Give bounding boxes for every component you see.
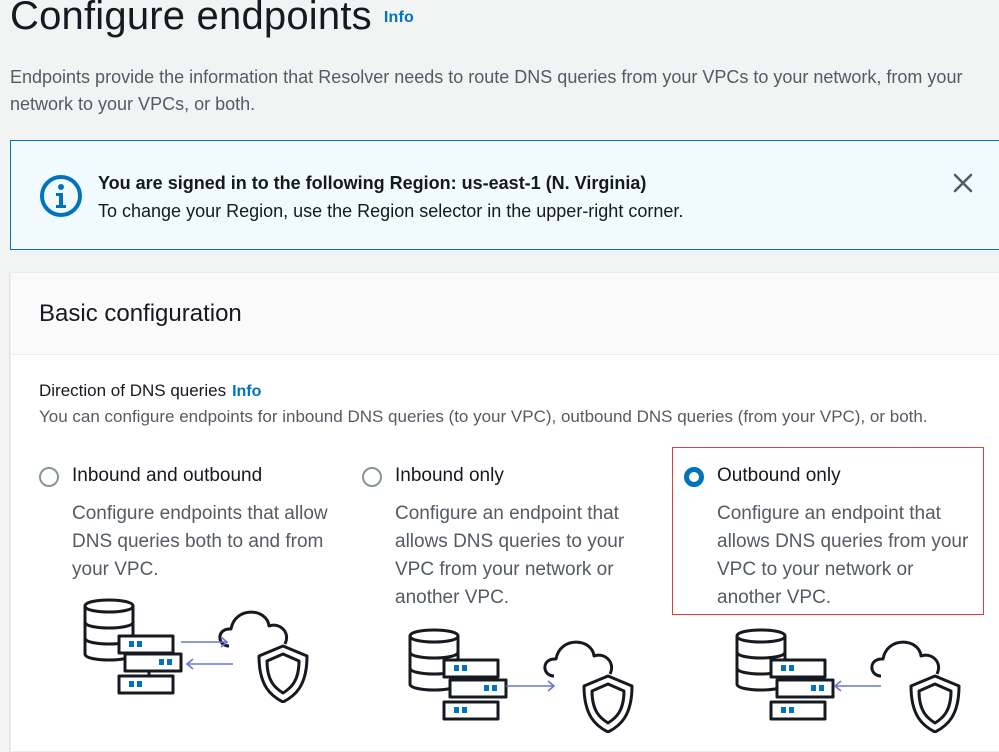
direction-info-link[interactable]: Info [232,382,262,400]
title-info-link[interactable]: Info [383,9,414,27]
direction-label: Direction of DNS queries Info [39,381,261,401]
page-title-text: Configure endpoints [10,0,372,38]
close-icon[interactable] [951,171,975,195]
page-description: Endpoints provide the information that R… [10,67,963,114]
option-description: Configure an endpoint that allows DNS qu… [717,503,969,608]
option-label[interactable]: Outbound only [717,465,841,486]
page-title: Configure endpoints Info [10,0,414,39]
panel-title: Basic configuration [39,300,242,327]
info-circle-icon [40,175,82,217]
server-cloud-shield-icon [408,628,634,733]
server-cloud-shield-icon [83,598,309,703]
option-description: Configure endpoints that allow DNS queri… [72,503,328,580]
radio-inbound-only[interactable] [362,467,382,487]
selected-option-highlight [672,447,984,615]
radio-outbound-only[interactable] [684,467,704,487]
option-label[interactable]: Inbound and outbound [72,465,263,486]
alert-title: You are signed in to the following Regio… [98,173,647,193]
server-cloud-shield-icon [735,628,961,733]
radio-inbound-and-outbound[interactable] [39,467,59,487]
alert-text: To change your Region, use the Region se… [98,201,684,221]
option-label[interactable]: Inbound only [395,465,504,486]
region-alert: You are signed in to the following Regio… [10,140,999,250]
option-description: Configure an endpoint that allows DNS qu… [395,503,625,608]
direction-description: You can configure endpoints for inbound … [39,407,928,426]
direction-label-text: Direction of DNS queries [39,381,227,400]
basic-configuration-panel: Basic configuration Direction of DNS que… [10,272,999,752]
panel-header: Basic configuration [11,273,999,355]
